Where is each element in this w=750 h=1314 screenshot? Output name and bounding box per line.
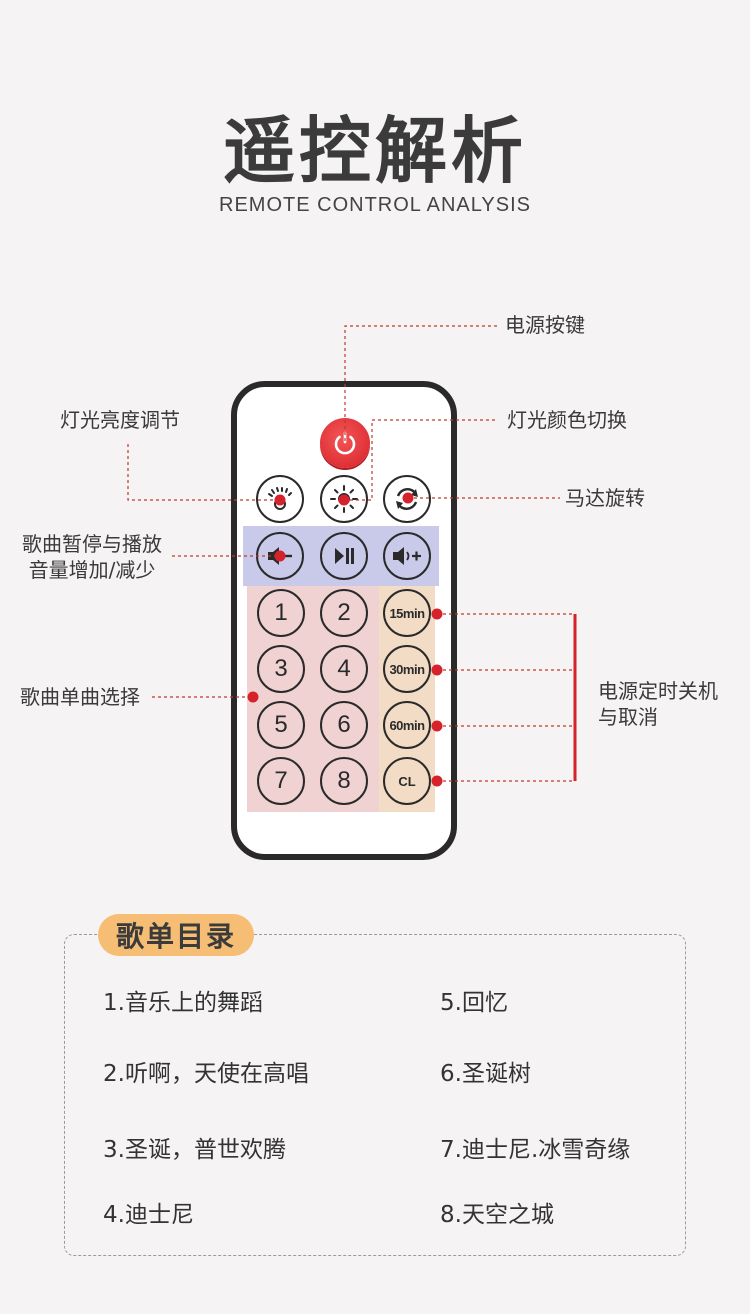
song-item-8: 8.天空之城	[440, 1202, 554, 1228]
timer-callout-line1: 电源定时关机	[598, 679, 718, 703]
motor-rotate-button[interactable]	[383, 475, 431, 523]
music-callout-line2: 音量增加/减少	[28, 558, 156, 582]
number-button-7[interactable]: 7	[257, 757, 305, 805]
light-color-callout: 灯光颜色切换	[507, 408, 627, 432]
page-subtitle: REMOTE CONTROL ANALYSIS	[219, 194, 531, 216]
timer-60min-button[interactable]: 60min	[383, 701, 431, 749]
timer-callout-line2: 与取消	[598, 705, 658, 729]
number-button-5[interactable]: 5	[257, 701, 305, 749]
song-item-7: 7.迪士尼.冰雪奇缘	[440, 1137, 631, 1163]
timer-cancel-button[interactable]: CL	[383, 757, 431, 805]
song-item-1: 1.音乐上的舞蹈	[103, 990, 263, 1016]
music-callout-line1: 歌曲暂停与播放	[22, 532, 162, 556]
songs-callout: 歌曲单曲选择	[20, 685, 140, 709]
song-item-3: 3.圣诞，普世欢腾	[103, 1137, 286, 1163]
song-item-5: 5.回忆	[440, 990, 508, 1016]
number-button-1[interactable]: 1	[257, 589, 305, 637]
song-item-2: 2.听啊，天使在高唱	[103, 1061, 309, 1087]
number-button-3[interactable]: 3	[257, 645, 305, 693]
play-pause-icon	[335, 548, 354, 564]
number-button-6[interactable]: 6	[320, 701, 368, 749]
playlist-box	[64, 934, 686, 1256]
number-button-2[interactable]: 2	[320, 589, 368, 637]
timer-15min-button[interactable]: 15min	[383, 589, 431, 637]
song-item-6: 6.圣诞树	[440, 1061, 531, 1087]
volume-up-button[interactable]	[383, 532, 431, 580]
number-button-8[interactable]: 8	[320, 757, 368, 805]
volume-up-icon	[393, 547, 421, 565]
play-pause-button[interactable]	[320, 532, 368, 580]
callout-lines	[127, 325, 577, 787]
power-callout: 电源按键	[505, 313, 585, 337]
timer-30min-button[interactable]: 30min	[383, 645, 431, 693]
music-callout: 歌曲暂停与播放 音量增加/减少	[12, 531, 172, 583]
page-title: 遥控解析	[222, 109, 527, 193]
brightness-callout: 灯光亮度调节	[60, 408, 180, 432]
playlist-title: 歌单目录	[98, 914, 254, 956]
number-button-4[interactable]: 4	[320, 645, 368, 693]
brightness-button[interactable]	[256, 475, 304, 523]
motor-callout: 马达旋转	[565, 486, 645, 510]
timer-callout: 电源定时关机 与取消	[598, 678, 718, 730]
brightness-icon	[268, 487, 292, 510]
song-item-4: 4.迪士尼	[103, 1202, 194, 1228]
